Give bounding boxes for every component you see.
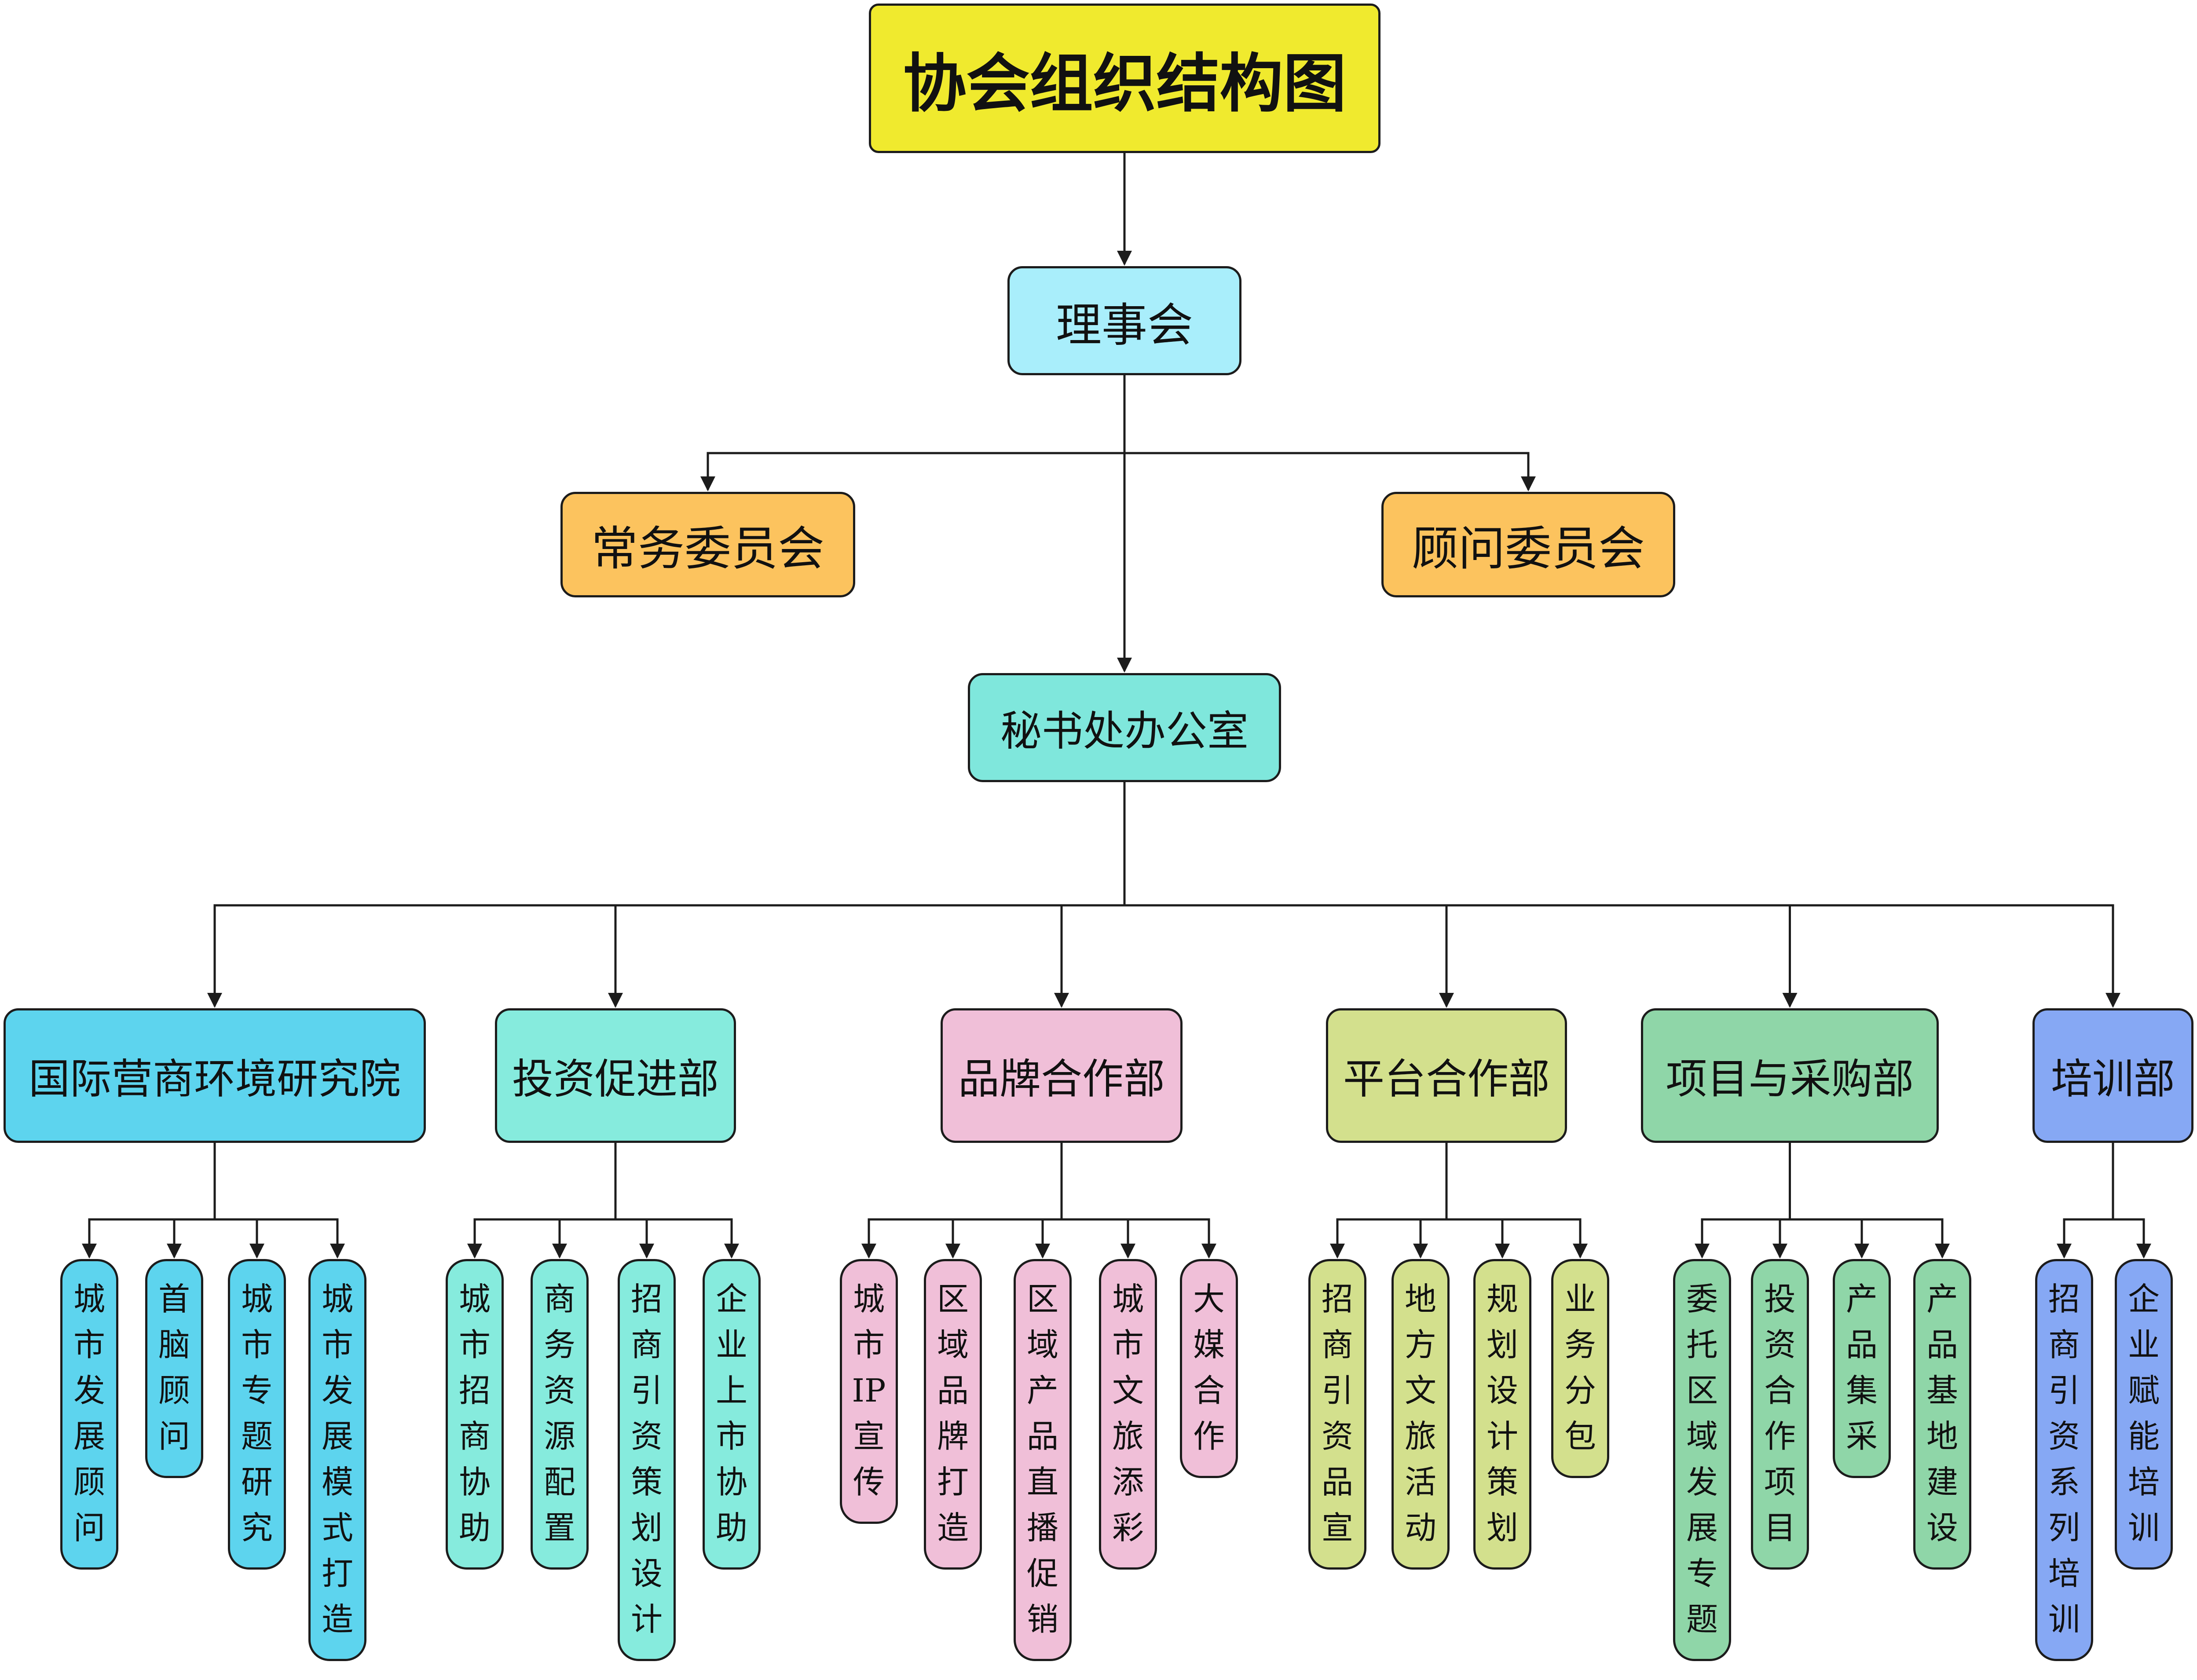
department-item: 城 市 专 题 研 究 xyxy=(228,1259,286,1570)
department-item: 委 托 区 域 发 展 专 题 xyxy=(1673,1259,1731,1661)
department-4: 平台合作部 xyxy=(1326,1008,1567,1143)
department-3: 品牌合作部 xyxy=(941,1008,1183,1143)
department-item: 业 务 分 包 xyxy=(1551,1259,1609,1478)
department-2: 投资促进部 xyxy=(495,1008,736,1143)
department-1: 国际营商环境研究院 xyxy=(4,1008,426,1143)
department-item: 商 务 资 源 配 置 xyxy=(531,1259,589,1570)
department-6: 培训部 xyxy=(2032,1008,2193,1143)
department-item: 产 品 集 采 xyxy=(1833,1259,1891,1478)
department-item: 企 业 上 市 协 助 xyxy=(703,1259,761,1570)
department-item: 城 市 IP 宣 传 xyxy=(840,1259,898,1524)
department-item: 城 市 招 商 协 助 xyxy=(446,1259,504,1570)
department-item: 地 方 文 旅 活 动 xyxy=(1391,1259,1450,1570)
department-item: 首 脑 顾 问 xyxy=(145,1259,203,1478)
department-item: 招 商 引 资 策 划 设 计 xyxy=(618,1259,676,1661)
department-item: 大 媒 合 作 xyxy=(1180,1259,1238,1478)
department-item: 招 商 引 资 系 列 培 训 xyxy=(2035,1259,2093,1661)
advisory-committee-node: 顾问委员会 xyxy=(1381,492,1675,597)
secretariat-node: 秘书处办公室 xyxy=(968,673,1281,782)
department-item: 投 资 合 作 项 目 xyxy=(1751,1259,1809,1570)
department-item: 城 市 文 旅 添 彩 xyxy=(1099,1259,1157,1570)
standing-committee-node: 常务委员会 xyxy=(560,492,855,597)
department-item: 区 域 品 牌 打 造 xyxy=(924,1259,982,1570)
department-item: 城 市 发 展 模 式 打 造 xyxy=(308,1259,366,1661)
department-item: 区 域 产 品 直 播 促 销 xyxy=(1014,1259,1072,1661)
department-5: 项目与采购部 xyxy=(1641,1008,1939,1143)
department-item: 招 商 引 资 品 宣 xyxy=(1308,1259,1366,1570)
chart-title: 协会组织结构图 xyxy=(869,4,1380,153)
board-node: 理事会 xyxy=(1007,266,1241,375)
department-item: 产 品 基 地 建 设 xyxy=(1913,1259,1971,1570)
department-item: 企 业 赋 能 培 训 xyxy=(2115,1259,2173,1570)
department-item: 规 划 设 计 策 划 xyxy=(1473,1259,1531,1570)
department-item: 城 市 发 展 顾 问 xyxy=(60,1259,118,1570)
